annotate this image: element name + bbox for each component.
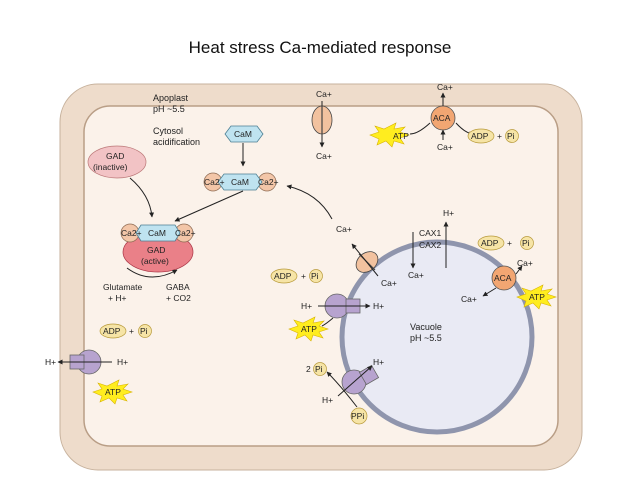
pi-label-vatp: Pi — [311, 271, 319, 281]
cytosol-label: Cytosol — [153, 126, 183, 136]
plus-pm: + — [497, 131, 502, 141]
plus-pm-h: + — [129, 326, 134, 336]
ca-vac-in-label: Ca+ — [381, 278, 397, 288]
gaba-co2-label: + CO2 — [166, 293, 191, 303]
ca-aca-out: Ca+ — [517, 258, 533, 268]
h-pm-out: H+ — [45, 357, 56, 367]
atp-label-aca: ATP — [529, 292, 545, 302]
adp-label-aca: ADP — [481, 238, 499, 248]
vacuole-label: Vacuole — [410, 322, 442, 332]
ca-label-top: Ca+ — [316, 89, 332, 99]
gad-inactive-state: (inactive) — [93, 162, 128, 172]
atp-label-pm-h: ATP — [105, 387, 121, 397]
diagram-title: Heat stress Ca-mediated response — [188, 38, 452, 57]
atp-label-pm: ATP — [393, 131, 409, 141]
two-pi-coef: 2 — [306, 364, 311, 374]
ppi-circle — [350, 407, 368, 425]
cam-complex — [217, 173, 263, 191]
h-vatp-out: H+ — [373, 301, 384, 311]
ca-out-label: Ca+ — [437, 82, 453, 92]
acidification-label: acidification — [153, 137, 200, 147]
ca2-gad-left: Ca2+ — [121, 228, 142, 238]
adp-pill-vatp — [270, 268, 298, 284]
cam-free-label: CaM — [234, 129, 252, 139]
pi-circle-pm-h — [138, 324, 152, 338]
pi-circle-aca — [520, 236, 534, 250]
pi-label-pm-h: Pi — [140, 326, 148, 336]
adp-pill-pm — [467, 128, 495, 144]
pi-circle-vpp — [313, 362, 327, 376]
glutamate-h-label: + H+ — [108, 293, 126, 303]
ca-cax-label: Ca+ — [408, 270, 424, 280]
h-pm-in: H+ — [117, 357, 128, 367]
ca-aca-in: Ca+ — [461, 294, 477, 304]
h-cax-label: H+ — [443, 208, 454, 218]
plus-aca: + — [507, 238, 512, 248]
ca-label-cyt: Ca+ — [316, 151, 332, 161]
gad-active-label: GAD — [147, 245, 165, 255]
ca2-gad-right: Ca2+ — [175, 228, 196, 238]
atp-burst-pm-h — [92, 379, 133, 405]
aca-label-tonoplast: ACA — [494, 273, 512, 283]
cam-free — [224, 125, 264, 143]
atp-burst-aca — [516, 284, 557, 310]
atp-burst-pm — [369, 122, 410, 148]
aca-label-pm: ACA — [433, 113, 451, 123]
atp-burst-vatp — [288, 316, 329, 342]
cam-gad-bound — [135, 224, 181, 242]
aca-pump-tonoplast — [491, 265, 517, 291]
cam-gad-label: CaM — [148, 228, 166, 238]
plus-vatp: + — [301, 271, 306, 281]
vacuole-ph-label: pH ~5.5 — [410, 333, 442, 343]
ca-in-label: Ca+ — [437, 142, 453, 152]
vacuole — [339, 239, 535, 435]
gad-inactive-label: GAD — [106, 151, 124, 161]
pi-circle-pm — [505, 129, 519, 143]
adp-pill-pm-h — [99, 323, 127, 339]
ppi-label: PPi — [351, 411, 364, 421]
pi-label-aca: Pi — [522, 238, 530, 248]
gaba-label: GABA — [166, 282, 190, 292]
cam-complex-label: CaM — [231, 177, 249, 187]
h-vpp-in: H+ — [322, 395, 333, 405]
ca2-label-right: Ca2+ — [258, 177, 279, 187]
adp-label-pm-h: ADP — [103, 326, 121, 336]
adp-pill-aca — [477, 235, 505, 251]
ca2-label-left: Ca2+ — [204, 177, 225, 187]
ca-vac-out-label: Ca+ — [336, 224, 352, 234]
h-vatp-in: H+ — [301, 301, 312, 311]
apoplast-ph-label: pH ~5.5 — [153, 104, 185, 114]
cax1-label: CAX1 — [419, 228, 441, 238]
adp-label-pm: ADP — [471, 131, 489, 141]
glutamate-label: Glutamate — [103, 282, 142, 292]
gad-active-state: (active) — [141, 256, 169, 266]
pi-label-vpp: Pi — [315, 364, 323, 374]
adp-label-vatp: ADP — [274, 271, 292, 281]
cax2-label: CAX2 — [419, 240, 441, 250]
pi-label-pm: Pi — [507, 131, 515, 141]
pi-circle-vatp — [309, 269, 323, 283]
atp-label-vatp: ATP — [301, 324, 317, 334]
h-vpp-out: H+ — [373, 357, 384, 367]
gad-inactive — [87, 145, 147, 179]
apoplast-label: Apoplast — [153, 93, 189, 103]
